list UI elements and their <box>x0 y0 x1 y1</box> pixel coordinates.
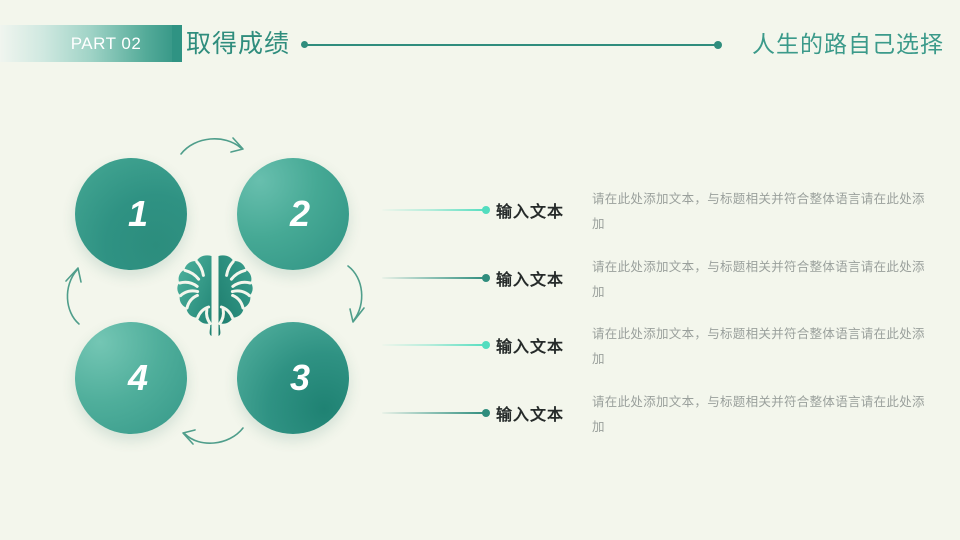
feature-list: 输入文本 请在此处添加文本，与标题相关并符合整体语言请在此处添加 输入文本 请在… <box>382 178 927 446</box>
list-item-body: 请在此处添加文本，与标题相关并符合整体语言请在此处添加 <box>592 395 925 434</box>
row-connector-line <box>382 277 486 279</box>
header-subtitle: 人生的路自己选择 <box>752 31 944 57</box>
list-item-title: 输入文本 <box>496 272 565 289</box>
list-item[interactable]: 输入文本 请在此处添加文本，与标题相关并符合整体语言请在此处添加 <box>382 246 927 306</box>
cycle-diagram: 1 2 3 4 <box>55 130 375 460</box>
row-bullet-dot <box>482 274 490 282</box>
cycle-circle-2-number: 2 <box>289 193 311 234</box>
row-bullet-dot <box>482 206 490 214</box>
arrow-right-icon <box>338 262 376 328</box>
brain-icon <box>177 253 253 337</box>
list-item-title: 输入文本 <box>496 204 565 221</box>
row-connector-line <box>382 209 486 211</box>
row-connector-line <box>382 344 486 346</box>
cycle-circle-3[interactable]: 3 <box>237 322 349 434</box>
cycle-circle-4[interactable]: 4 <box>75 322 187 434</box>
arrow-bottom-icon <box>173 418 251 454</box>
slide-header: PART 02 取得成绩 人生的路自己选择 <box>0 0 960 82</box>
list-item-body: 请在此处添加文本，与标题相关并符合整体语言请在此处添加 <box>592 192 925 231</box>
cycle-circle-3-number: 3 <box>289 357 311 398</box>
list-item[interactable]: 输入文本 请在此处添加文本，与标题相关并符合整体语言请在此处添加 <box>382 313 927 373</box>
cycle-circle-2[interactable]: 2 <box>237 158 349 270</box>
header-rule-dot-left <box>301 41 308 48</box>
header-divider-line <box>305 44 717 46</box>
list-item-body: 请在此处添加文本，与标题相关并符合整体语言请在此处添加 <box>592 327 925 366</box>
arrow-top-icon <box>177 132 251 166</box>
header-rule-dot-right <box>714 41 722 49</box>
part-badge: PART 02 <box>0 25 182 62</box>
cycle-circle-1[interactable]: 1 <box>75 158 187 270</box>
list-item[interactable]: 输入文本 请在此处添加文本，与标题相关并符合整体语言请在此处添加 <box>382 178 927 238</box>
row-bullet-dot <box>482 341 490 349</box>
cycle-circle-4-number: 4 <box>127 357 149 398</box>
arrow-left-icon <box>53 264 93 330</box>
list-item-body: 请在此处添加文本，与标题相关并符合整体语言请在此处添加 <box>592 260 925 299</box>
header-accent-bar <box>172 25 182 62</box>
row-bullet-dot <box>482 409 490 417</box>
page-title: 取得成绩 <box>186 30 291 58</box>
row-connector-line <box>382 412 486 414</box>
list-item[interactable]: 输入文本 请在此处添加文本，与标题相关并符合整体语言请在此处添加 <box>382 381 927 441</box>
part-badge-label: PART 02 <box>70 34 142 53</box>
list-item-title: 输入文本 <box>496 339 565 356</box>
cycle-circle-1-number: 1 <box>127 193 149 234</box>
list-item-title: 输入文本 <box>496 407 565 424</box>
